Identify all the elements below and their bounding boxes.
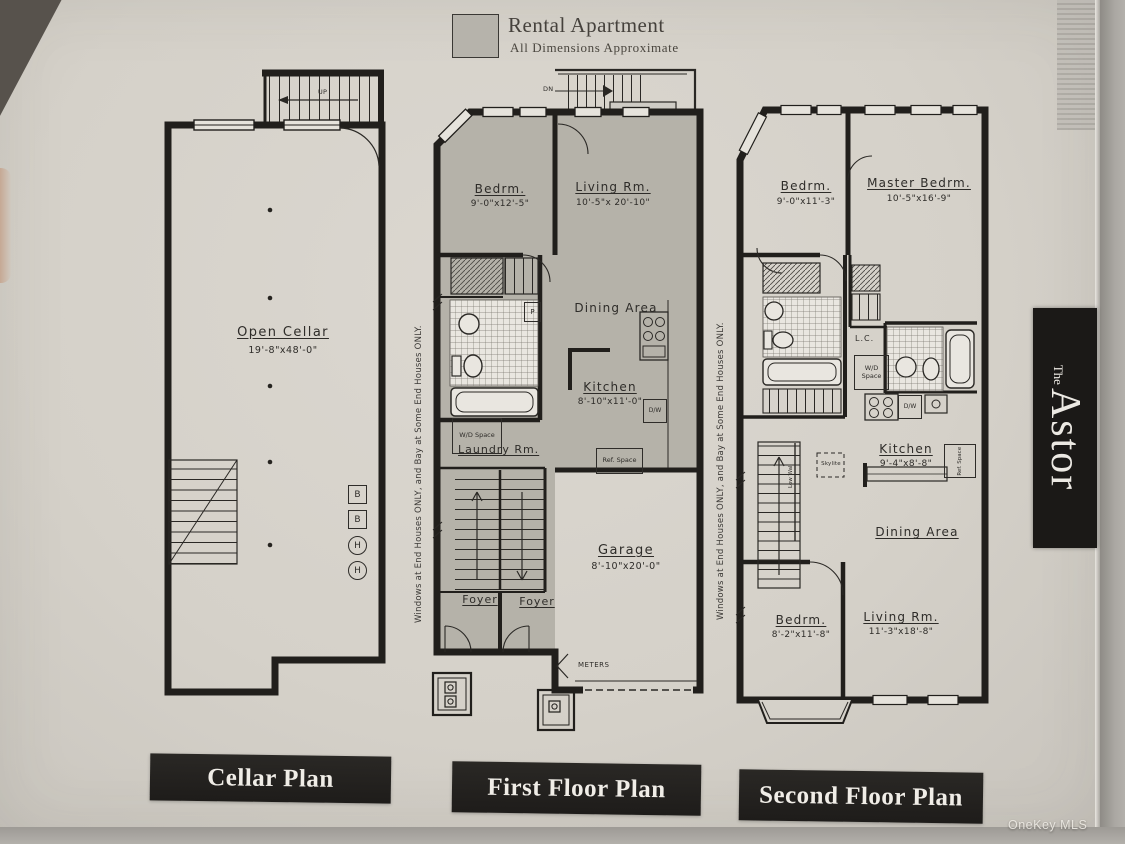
first-bathroom-fixtures <box>449 257 539 417</box>
first-outline <box>433 108 704 694</box>
watermark: OneKey MLS <box>1008 818 1088 832</box>
skylite-outline <box>816 452 845 478</box>
room-dim-living-2f: 11'-3"x18'-8" <box>868 627 934 637</box>
side-window-hatches <box>432 293 443 539</box>
room-dim-open-cellar: 19'-8"x48'-0" <box>248 345 318 356</box>
room-dim-bedroom-rear-2f: 8'-2"x11'-8" <box>771 630 831 640</box>
side-window-hatches <box>735 471 746 624</box>
room-label-bedroom-front-2f: Bedrm. <box>780 179 832 193</box>
wd-space-box-1f: W/D Space <box>452 418 502 454</box>
background-bottom-edge <box>0 827 1125 844</box>
sink-icon <box>458 313 480 335</box>
caption-second-floor-plan: Second Floor Plan <box>738 769 984 824</box>
cellar-floorplan-svg <box>164 69 386 696</box>
building-name: Astor <box>1042 387 1088 492</box>
room-label-laundry: Laundry Rm. <box>458 443 540 456</box>
room-label-open-cellar: Open Cellar <box>237 325 329 340</box>
finger-edge <box>0 168 11 283</box>
ref-space-box-2f: Ref. Space <box>944 444 976 478</box>
column-dots <box>267 207 273 548</box>
room-label-living-2f: Living Rm. <box>863 610 939 624</box>
building-name-the: The <box>1051 364 1066 385</box>
room-dim-bedroom-front-2f: 9'-0"x11'-3" <box>776 197 836 207</box>
caption-first-floor-plan: First Floor Plan <box>451 761 702 816</box>
dishwasher-box-2f: D/W <box>898 395 922 419</box>
bathtub-icon <box>450 387 539 417</box>
room-label-foyer-left: Foyer <box>462 593 498 606</box>
stair-up-label: UP <box>318 88 328 96</box>
ref-space-box-1f: Ref. Space <box>596 448 643 474</box>
porch-posts <box>431 671 576 732</box>
cellar-outline <box>164 121 386 696</box>
sink-icon <box>764 301 784 321</box>
garage-door <box>575 680 697 696</box>
bottom-bay-window <box>757 699 853 724</box>
pantry-box: P <box>524 302 541 322</box>
cellar-exterior-stair <box>262 69 384 124</box>
bathtub-icon <box>762 358 842 386</box>
legend-rental-area-swatch <box>452 14 499 58</box>
caption-cellar-plan: Cellar Plan <box>149 753 392 804</box>
cellar-door-arc <box>339 127 380 167</box>
second-interior-walls <box>740 110 977 700</box>
room-dim-kitchen-1f: 8'-10"x11'-0" <box>577 397 643 407</box>
toilet-icon <box>463 354 483 378</box>
room-label-dining-1f: Dining Area <box>574 301 658 315</box>
room-dim-kitchen-2f: 9'-4"x8'-8" <box>879 459 933 469</box>
room-dim-living-1f: 10'-5"x 20'-10" <box>576 198 650 208</box>
room-label-bedroom-1f: Bedrm. <box>474 182 526 196</box>
second-kitchen-appliances <box>864 393 948 421</box>
skylite-label: Skylite <box>821 461 841 467</box>
room-label-living-1f: Living Rm. <box>575 180 651 194</box>
room-label-kitchen-1f: Kitchen <box>583 380 637 394</box>
room-dim-garage: 8'-10"x20'-0" <box>591 561 661 572</box>
low-wall-label: Low Wall <box>788 463 794 489</box>
room-dim-master-bedroom: 10'-5"x16'-9" <box>886 194 952 204</box>
building-name-plate: The Astor <box>1033 308 1097 548</box>
second-bath1-fixtures <box>762 262 842 414</box>
paper-fold-edge <box>1095 0 1102 844</box>
first-door-arcs <box>444 123 589 653</box>
meters-arrow <box>556 653 569 679</box>
room-dim-bedroom-1f: 9'-0"x12'-5" <box>470 199 530 209</box>
meters-label: METERS <box>578 661 610 669</box>
room-label-bedroom-rear-2f: Bedrm. <box>775 613 827 627</box>
stair-dn-label: DN <box>543 85 554 93</box>
toilet-icon <box>922 357 940 381</box>
room-label-dining-2f: Dining Area <box>875 525 959 539</box>
water-heater-marker: H <box>348 561 367 580</box>
water-heater-marker: H <box>348 536 367 555</box>
cellar-windows <box>193 119 341 131</box>
background-right-edge <box>1100 0 1125 844</box>
kitchen-peninsula <box>866 466 948 482</box>
wd-space-box-2f: W/D Space <box>854 355 889 390</box>
stove-icon <box>864 393 899 421</box>
first-windows <box>437 106 650 144</box>
room-label-garage: Garage <box>597 543 655 558</box>
cellar-interior-stairs <box>168 459 238 565</box>
room-label-master-bedroom: Master Bedrm. <box>867 176 971 190</box>
boiler-marker: B <box>348 510 367 529</box>
sink-icon <box>895 356 917 378</box>
linen-closet-label: L.C. <box>855 334 875 343</box>
room-label-kitchen-2f: Kitchen <box>879 442 933 456</box>
first-kitchen-appliances <box>639 300 669 468</box>
second-windows <box>738 104 978 706</box>
second-bath2-fixtures <box>886 326 975 392</box>
core-closets <box>851 264 881 321</box>
first-stairs <box>455 470 545 590</box>
first-floorplan-svg <box>431 68 704 732</box>
dishwasher-box-1f: D/W <box>643 399 667 423</box>
room-label-foyer-right: Foyer <box>519 595 555 608</box>
boiler-marker: B <box>348 485 367 504</box>
legend-subtitle: All Dimensions Approximate <box>510 40 679 55</box>
second-stairs <box>757 441 801 589</box>
toilet-icon <box>772 331 794 349</box>
second-floorplan-svg <box>735 104 989 724</box>
side-note-first: Windows at End Houses ONLY, and Bay at S… <box>414 325 424 623</box>
legend-title: Rental Apartment <box>508 13 665 37</box>
side-note-second: Windows at End Houses ONLY, and Bay at S… <box>716 322 726 620</box>
bathtub-icon <box>945 329 975 389</box>
